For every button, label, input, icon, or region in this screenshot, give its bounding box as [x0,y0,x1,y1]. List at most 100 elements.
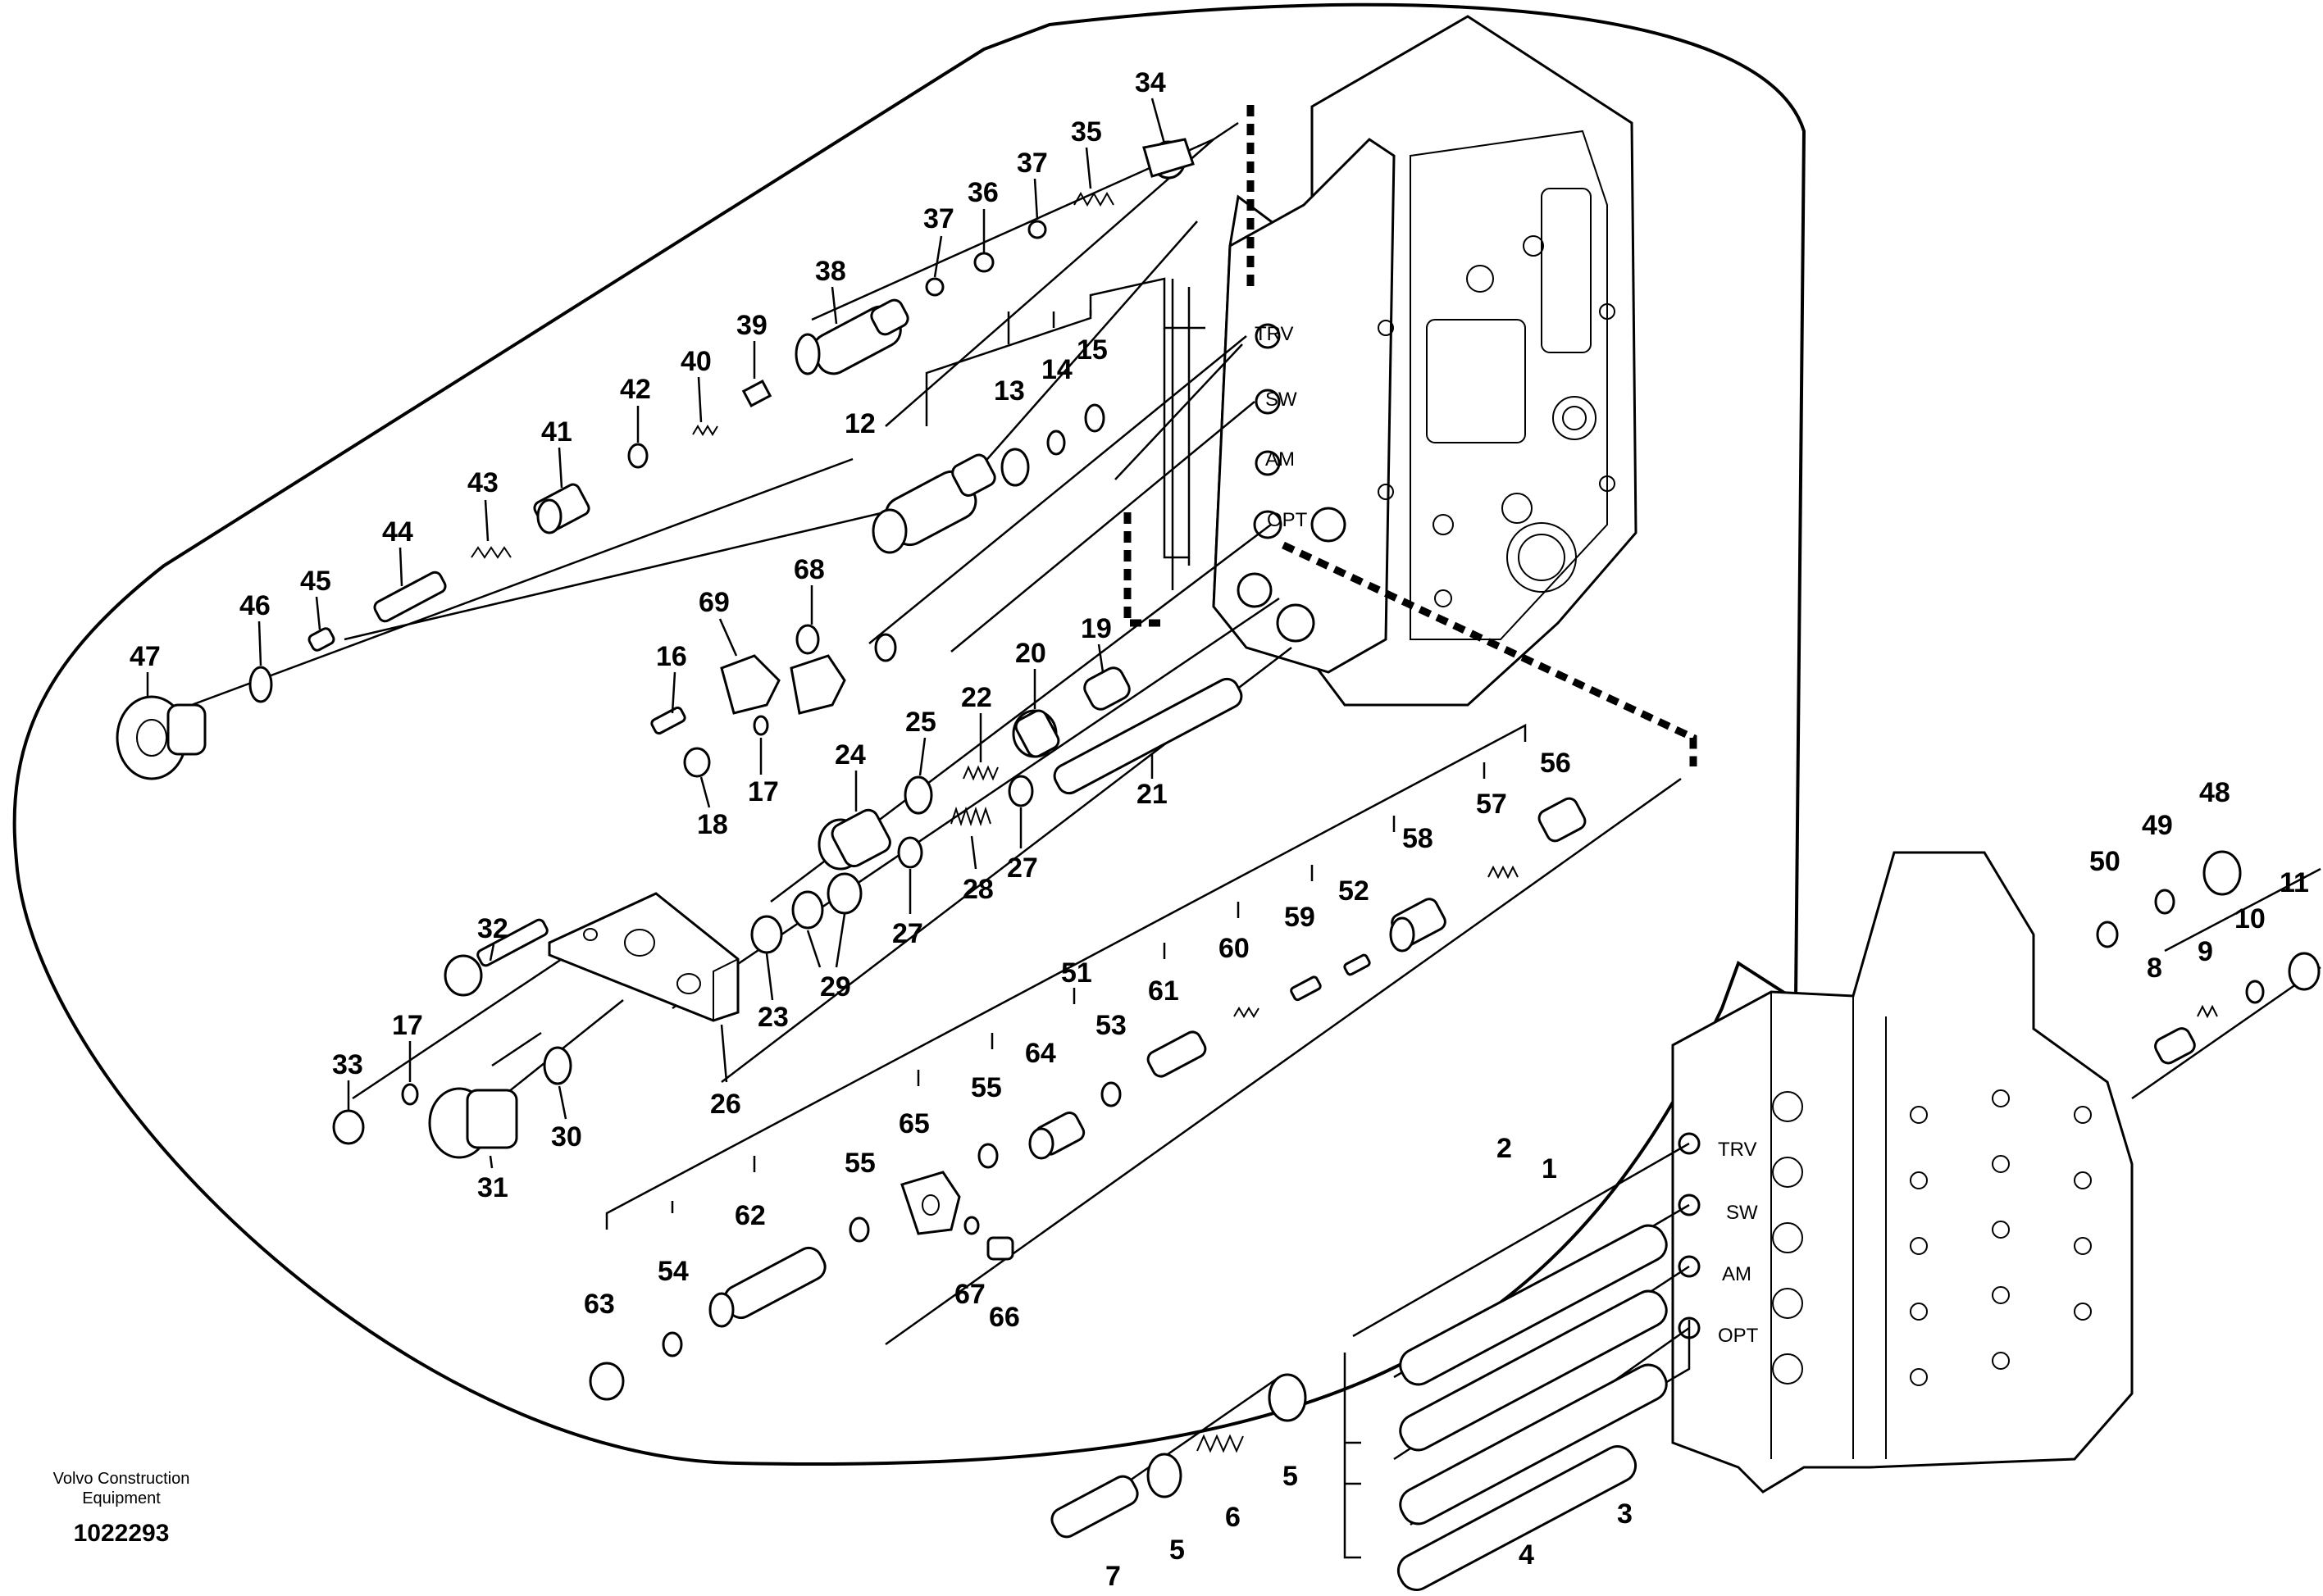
callout-7: 7 [1105,1561,1121,1592]
part-55-oring-b [849,1216,870,1243]
callout-8: 8 [2147,953,2162,984]
callout-2: 2 [1496,1133,1512,1164]
callout-48: 48 [2199,777,2230,808]
part-18-plug [683,747,711,778]
callout-37-a: 37 [1017,148,1048,179]
part-49-ring [2154,889,2175,915]
part-35-spring [1073,191,1114,207]
callout-19: 19 [1081,613,1112,644]
part-57-spring [1487,865,1519,880]
part-48-plug [2202,850,2242,896]
callout-3: 3 [1617,1498,1633,1530]
part-38-spool [795,298,909,375]
part-52-pin [1343,953,1371,976]
part-22-spring [963,765,999,781]
callout-53: 53 [1095,1010,1127,1041]
callout-39: 39 [736,310,768,341]
part-44-poppet [373,571,447,623]
part-59-pin [1290,975,1322,1002]
reference-number: 1022293 [74,1520,170,1547]
part-24-plug [818,808,891,871]
callout-11: 11 [2280,867,2309,898]
part-5-seat-b [1146,1453,1182,1498]
callout-36: 36 [968,177,999,208]
port-label-opt-detail: OPT [1267,509,1308,531]
callout-15: 15 [1077,334,1108,366]
part-21-spool [1053,677,1243,795]
callout-60: 60 [1218,933,1250,964]
part-37-ring-upper [1027,220,1047,239]
part-19-plug [1083,666,1131,711]
callout-58: 58 [1402,823,1433,854]
part-69-flange [720,654,846,715]
callout-9: 9 [2198,936,2213,967]
callout-51: 51 [1061,957,1092,989]
callout-22: 22 [961,682,992,713]
port-label-opt-overview: OPT [1718,1325,1759,1347]
part-10-ring [2245,980,2265,1004]
callout-14: 14 [1041,354,1073,385]
part-63-plug [589,1362,625,1401]
part-25-oring [904,775,933,815]
part-27-ring-a [1008,775,1034,807]
part-60-spring [1233,1007,1259,1018]
callout-23: 23 [758,1002,789,1033]
callout-40: 40 [681,346,712,377]
callout-37-b: 37 [923,203,954,234]
callout-65: 65 [899,1108,930,1139]
callout-61: 61 [1148,975,1179,1007]
part-65-elbow [900,1171,961,1235]
part-43-spring [471,546,512,559]
callout-28: 28 [963,874,994,905]
overview-spools [1396,1224,1668,1591]
callout-32: 32 [477,913,508,944]
part-20-plug [1012,709,1060,758]
callout-64: 64 [1025,1038,1056,1069]
callout-10: 10 [2234,903,2266,934]
part-64-plug [1028,1111,1086,1160]
callout-18: 18 [697,809,728,840]
port-label-trv-detail: TRV [1255,323,1294,345]
callout-16: 16 [656,641,687,672]
part-50-oring [2096,921,2119,948]
part-41-plug [533,483,590,534]
part-9-spring [2197,1004,2218,1019]
assembly-dashed-path-right [1282,541,1697,766]
callout-38: 38 [815,256,846,287]
callout-17-b: 17 [392,1010,423,1041]
callout-57: 57 [1476,789,1507,820]
part-13-oring [1000,448,1030,487]
port-label-am-overview: AM [1722,1263,1751,1285]
part-37-ring-lower [925,277,945,297]
part-47-cap [116,695,207,780]
detail-bubble-outline [12,2,1806,1466]
part-16-bolt [650,706,686,735]
part-61-poppet [1146,1030,1207,1078]
callout-4: 4 [1519,1539,1534,1571]
callout-62: 62 [735,1200,766,1231]
callout-6: 6 [1225,1502,1241,1533]
part-62-sleeve [708,1246,827,1328]
part-26-cover [548,892,740,1022]
callout-63: 63 [584,1289,615,1320]
callout-66: 66 [989,1302,1020,1333]
callout-52: 52 [1338,875,1369,907]
callout-45: 45 [300,566,331,597]
callout-56: 56 [1540,748,1571,779]
callout-59: 59 [1284,902,1315,933]
callout-5-a: 5 [1282,1461,1298,1492]
part-12-valve [872,453,996,554]
callout-42: 42 [620,374,651,405]
callout-24: 24 [835,739,866,771]
part-32-bolt [444,918,549,997]
part-40-spring [692,425,718,436]
part-54-oring [662,1331,683,1357]
part-53-oring [1100,1081,1122,1107]
bracket-lines [605,277,1527,1230]
callout-5-b: 5 [1169,1535,1185,1566]
part-56-plug [1537,797,1587,843]
part-68-oring-b [874,633,897,662]
part-67-ring [963,1216,980,1235]
port-label-am-detail: AM [1265,448,1295,471]
